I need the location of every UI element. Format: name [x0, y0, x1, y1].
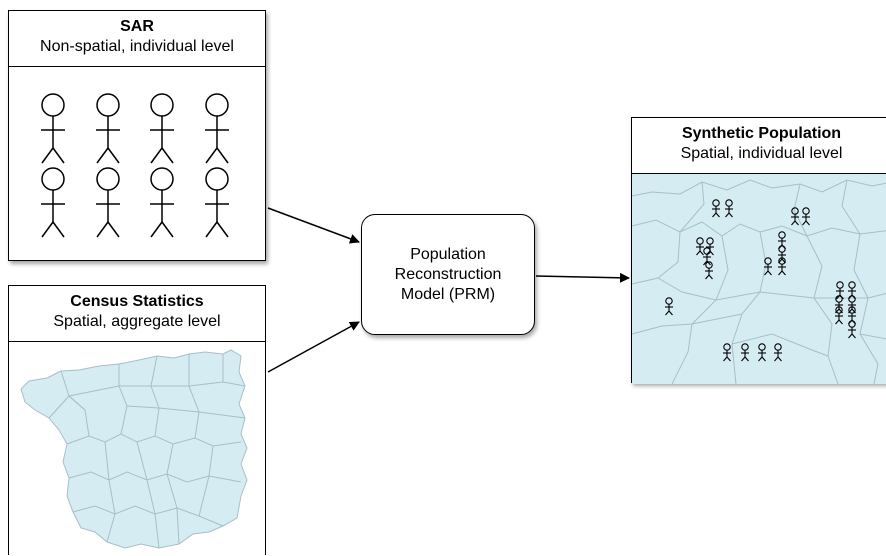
- region-map-icon: [632, 179, 886, 384]
- prm-line-3: Model (PRM): [400, 285, 496, 303]
- person-icon: [204, 167, 230, 238]
- person-icon: [204, 93, 230, 164]
- arrow-census-to-prm: [267, 321, 360, 373]
- person-icon: [149, 167, 175, 238]
- person-icon: [149, 93, 175, 164]
- arrow-prm-to-synthetic: [535, 272, 630, 283]
- prm-line-1: Population: [410, 245, 486, 263]
- synthetic-box: Synthetic Population Spatial, individual…: [631, 117, 886, 384]
- sar-title: SAR: [120, 18, 154, 35]
- synthetic-region-borders: [632, 179, 886, 384]
- census-subtitle: Spatial, aggregate level: [53, 313, 221, 330]
- prm-label: Population Reconstruction Model (PRM): [395, 245, 502, 305]
- census-region-outline: [20, 349, 248, 549]
- synthetic-subtitle: Spatial, individual level: [680, 145, 843, 162]
- person-icon: [40, 93, 66, 164]
- arrow-sar-to-prm: [267, 207, 360, 244]
- prm-line-2: Reconstruction: [394, 265, 502, 283]
- census-map-icon: [20, 349, 248, 549]
- synthetic-title: Synthetic Population: [681, 125, 842, 142]
- person-icon: [40, 167, 66, 238]
- sar-header: SAR Non-spatial, individual level: [9, 11, 265, 67]
- sar-box: SAR Non-spatial, individual level: [8, 10, 266, 261]
- synthetic-header: Synthetic Population Spatial, individual…: [632, 118, 886, 174]
- census-region-borders: [48, 354, 246, 549]
- person-icon: [95, 167, 121, 238]
- synthetic-map: [632, 174, 886, 384]
- person-icon: [95, 93, 121, 164]
- census-title: Census Statistics: [70, 293, 204, 310]
- census-header: Census Statistics Spatial, aggregate lev…: [9, 286, 265, 342]
- census-box: Census Statistics Spatial, aggregate lev…: [8, 285, 266, 555]
- sar-subtitle: Non-spatial, individual level: [40, 38, 234, 55]
- prm-box: Population Reconstruction Model (PRM): [361, 214, 535, 335]
- sar-people-group: [40, 93, 230, 238]
